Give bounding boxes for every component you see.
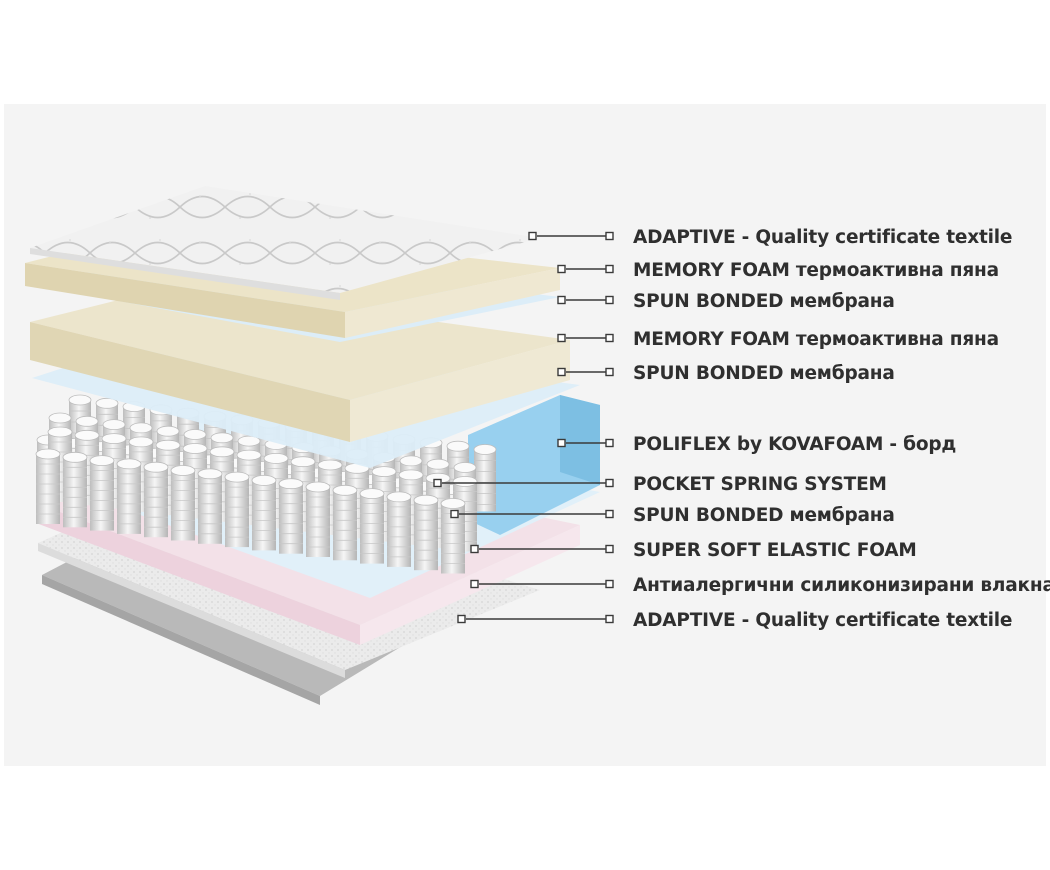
layer-label: Антиалергични силиконизирани влакна: [633, 575, 1050, 596]
layer-label: SPUN BONDED мембрана: [633, 291, 895, 312]
leader-end-marker: [605, 231, 614, 241]
callout-9: SUPER SOFT ELASTIC FOAM: [470, 540, 917, 561]
leader-start-marker: [470, 579, 479, 589]
leader-end-marker: [605, 509, 614, 519]
leader-start-marker: [557, 333, 566, 343]
leader-start-marker: [450, 509, 459, 519]
callout-3: SPUN BONDED мембрана: [557, 291, 895, 312]
leader-end-marker: [605, 264, 614, 274]
callout-7: POCKET SPRING SYSTEM: [433, 474, 887, 495]
layer-label: ADAPTIVE - Quality certificate textile: [633, 227, 1012, 248]
spring-pocket: [116, 458, 142, 534]
layer-label: SUPER SOFT ELASTIC FOAM: [633, 540, 917, 561]
callout-2: MEMORY FOAM термоактивна пяна: [557, 260, 999, 281]
spring-pocket: [305, 481, 331, 557]
leader-start-marker: [528, 231, 537, 241]
spring-pocket: [143, 461, 169, 538]
leader-end-marker: [605, 544, 614, 554]
spring-pocket: [224, 471, 250, 548]
leader-end-marker: [605, 614, 614, 624]
spring-pocket: [332, 484, 358, 561]
callout-4: MEMORY FOAM термоактивна пяна: [557, 329, 999, 350]
leader-end-marker: [605, 295, 614, 305]
spring-pocket: [386, 491, 412, 567]
spring-pocket: [62, 451, 88, 528]
spring-pocket: [197, 468, 223, 544]
layer-label: MEMORY FOAM термоактивна пяна: [633, 260, 999, 281]
leader-start-marker: [557, 295, 566, 305]
layer-label: POLIFLEX by KOVAFOAM - борд: [633, 434, 956, 455]
spring-pocket: [35, 448, 61, 524]
spring-pocket: [278, 478, 304, 554]
leader-start-marker: [557, 264, 566, 274]
memory-foam-layer-2-shape: [30, 286, 570, 442]
top-textile-layer-shape: [30, 186, 540, 300]
spring-pocket: [251, 474, 277, 551]
spring-pocket: [473, 444, 497, 512]
callout-8: SPUN BONDED мембрана: [450, 505, 895, 526]
leader-start-marker: [457, 614, 466, 624]
layer-callouts: ADAPTIVE - Quality certificate textileME…: [433, 227, 1050, 631]
poliflex-border-shape: [468, 395, 600, 535]
leader-start-marker: [557, 438, 566, 448]
spring-pocket: [359, 488, 385, 564]
leader-start-marker: [433, 478, 442, 488]
callout-10: Антиалергични силиконизирани влакна: [470, 575, 1050, 596]
callout-5: SPUN BONDED мембрана: [557, 363, 895, 384]
leader-end-marker: [605, 579, 614, 589]
leader-end-marker: [605, 333, 614, 343]
leader-end-marker: [605, 367, 614, 377]
spring-pocket: [413, 494, 439, 571]
layer-label: MEMORY FOAM термоактивна пяна: [633, 329, 999, 350]
callout-6: POLIFLEX by KOVAFOAM - борд: [557, 434, 956, 455]
layer-label: ADAPTIVE - Quality certificate textile: [633, 610, 1012, 631]
leader-end-marker: [605, 438, 614, 448]
spring-pocket: [89, 455, 115, 531]
leader-start-marker: [557, 367, 566, 377]
spring-pocket: [170, 465, 196, 541]
leader-start-marker: [470, 544, 479, 554]
leader-end-marker: [605, 478, 614, 488]
callout-1: ADAPTIVE - Quality certificate textile: [528, 227, 1012, 248]
callout-11: ADAPTIVE - Quality certificate textile: [457, 610, 1012, 631]
layer-label: SPUN BONDED мембрана: [633, 505, 895, 526]
layer-label: POCKET SPRING SYSTEM: [633, 474, 887, 495]
spring-pocket: [440, 498, 466, 574]
layer-label: SPUN BONDED мембрана: [633, 363, 895, 384]
